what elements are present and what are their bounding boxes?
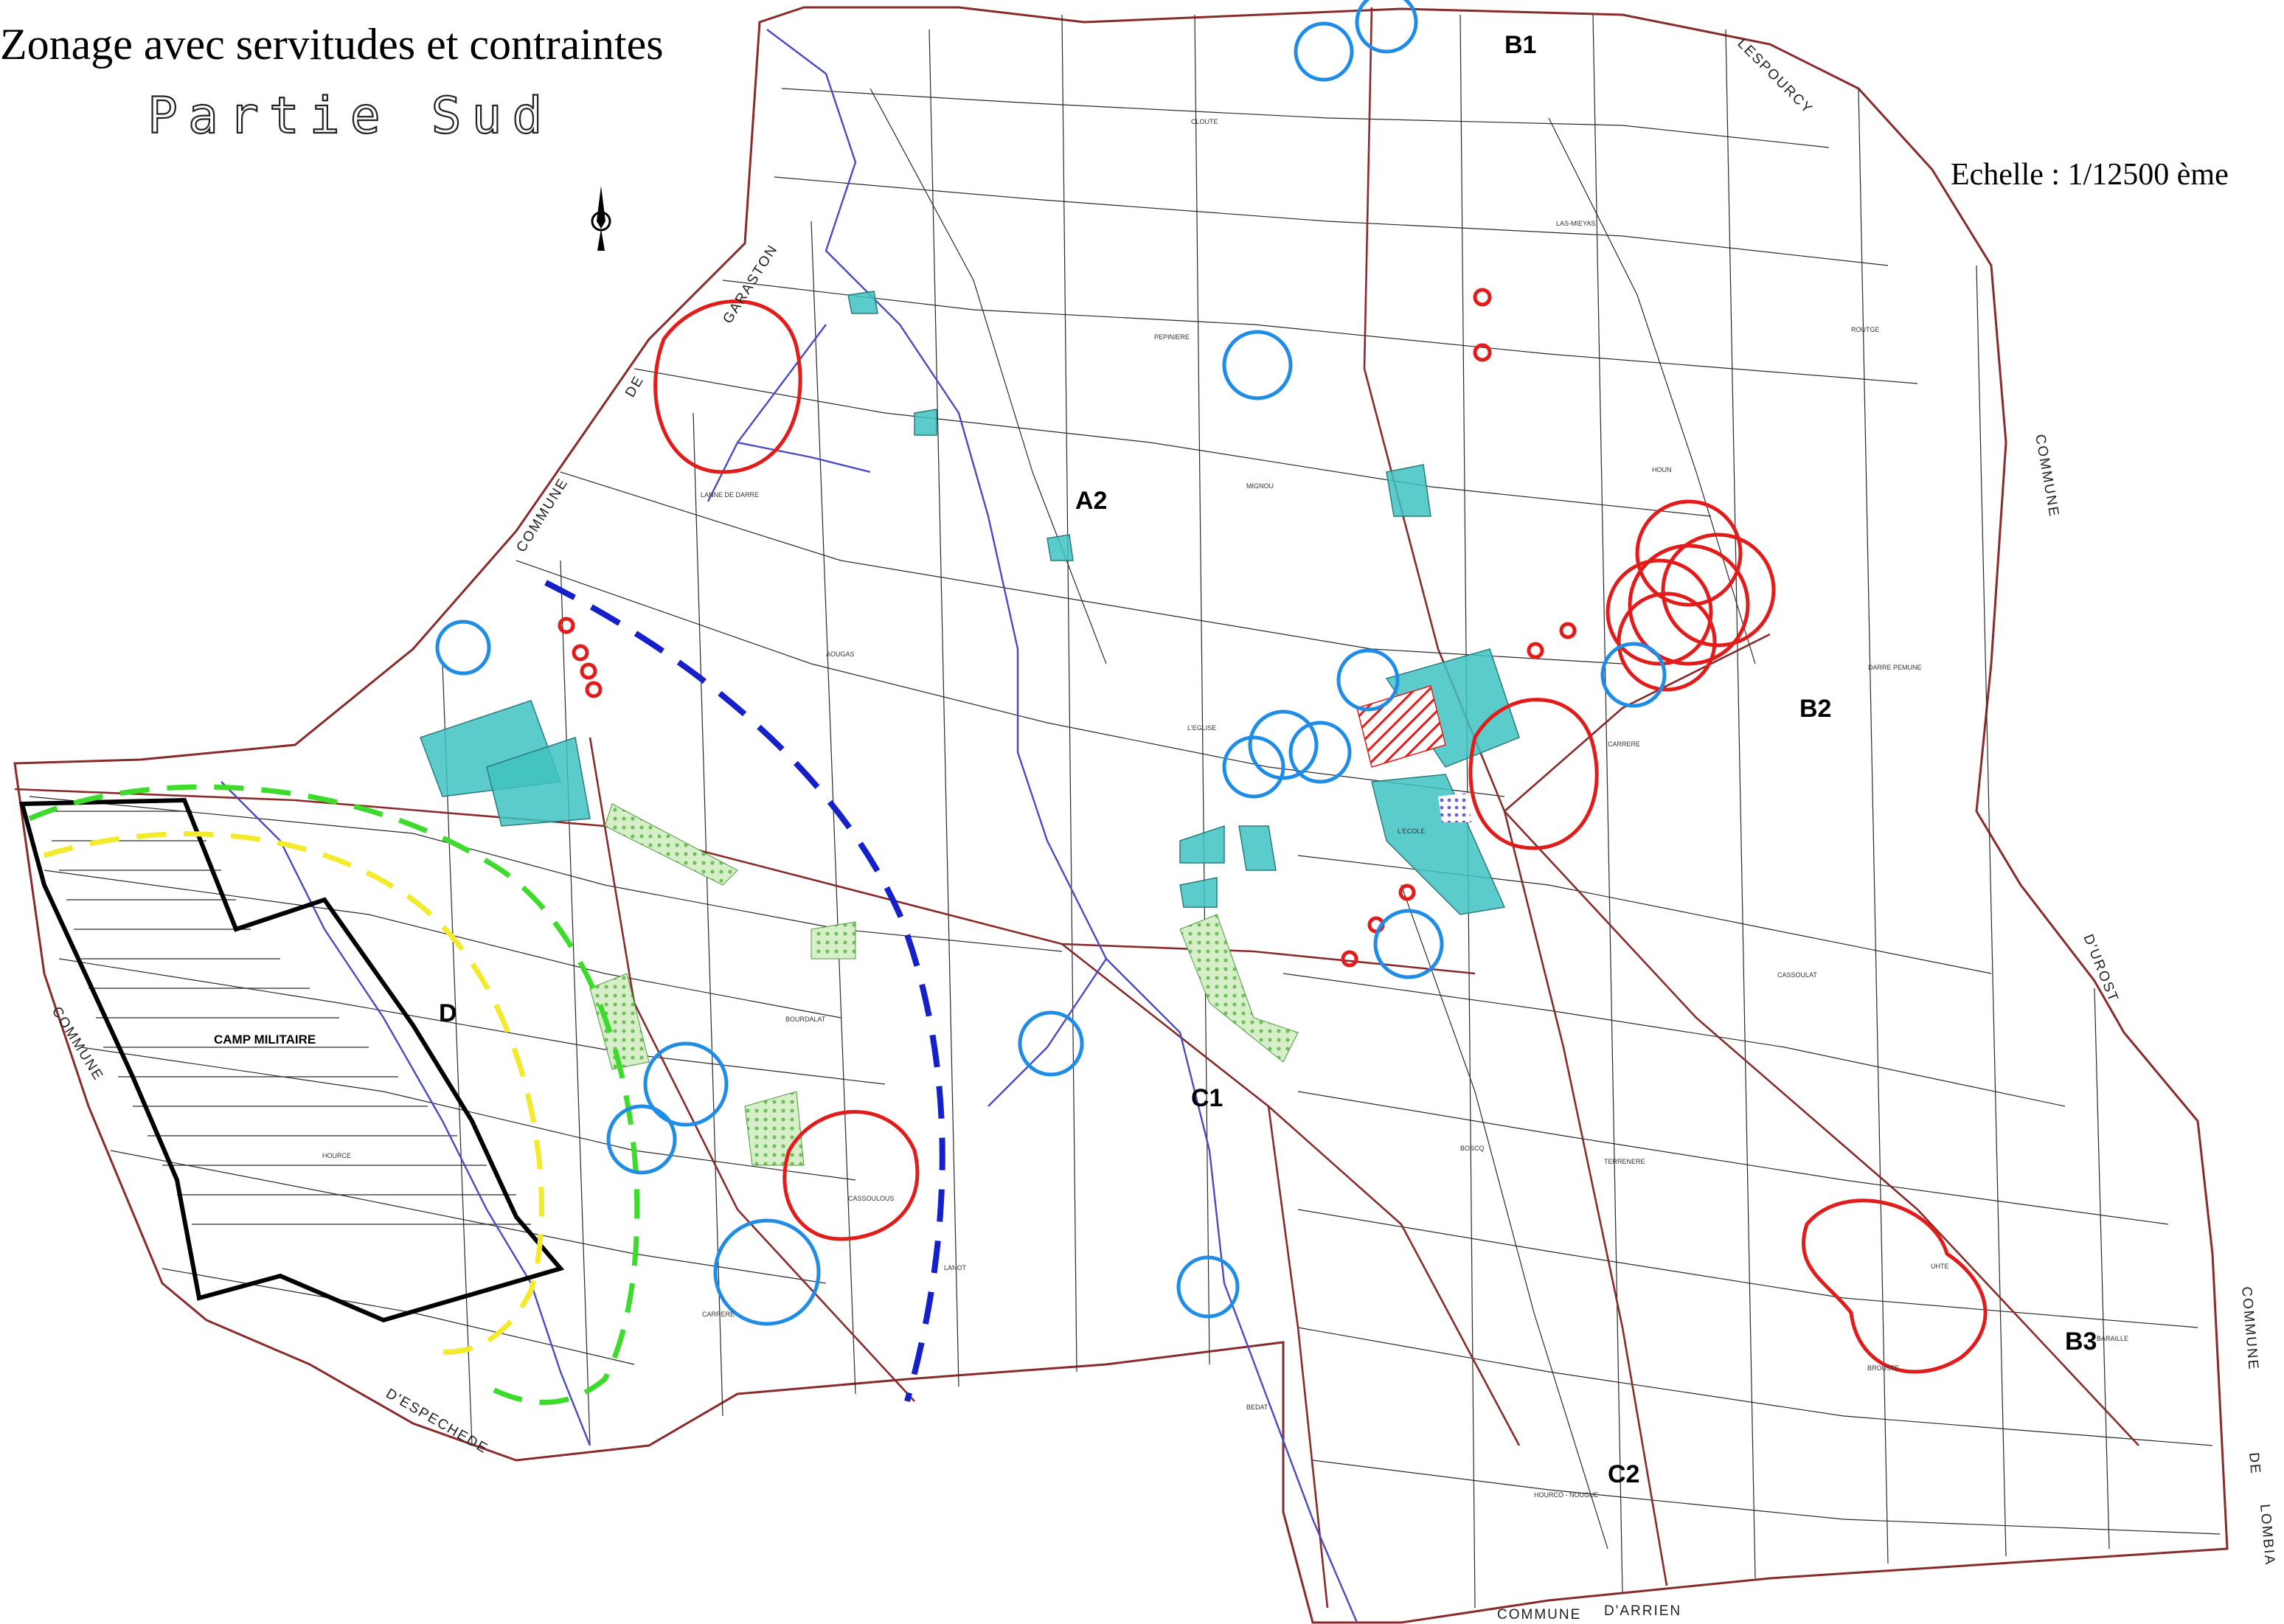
place-label: PEPINIERE <box>1154 333 1190 341</box>
place-label: L'ECOLE <box>1398 827 1425 835</box>
commune-label-commune-s: COMMUNE <box>1497 1607 1581 1623</box>
commune-label-commune-e: COMMUNE <box>2032 433 2062 518</box>
commune-label-arrien: D'ARRIEN <box>1604 1603 1681 1619</box>
camp-strips <box>44 811 531 1225</box>
commune-label-espechede: D'ESPECHEDE <box>383 1386 491 1457</box>
red-hatch-zone <box>1356 685 1446 768</box>
yellow-dashed-perimeter <box>43 831 544 1355</box>
commune-label-de-se: DE <box>2246 1452 2263 1476</box>
zone-label-c1: C1 <box>1191 1084 1223 1112</box>
blue-circle-markers <box>435 0 1667 1326</box>
place-label: UHTE <box>1931 1263 1949 1270</box>
roads <box>14 7 2139 1609</box>
rivers <box>221 29 1358 1623</box>
place-label: LAS-MIEYAS <box>1556 220 1595 227</box>
north-arrow-icon <box>591 186 611 251</box>
zone-label-b1: B1 <box>1504 31 1536 59</box>
place-label: CASSOULOUS <box>848 1195 895 1202</box>
place-label: CARRERE <box>1608 740 1640 748</box>
commune-label-lespourcy: LESPOURCY <box>1734 36 1815 117</box>
place-label: HOURCO - NOUGUE <box>1534 1491 1599 1499</box>
place-label: HOURCE <box>322 1152 351 1159</box>
scale-label: Echelle : 1/12500 ème <box>1951 158 2229 192</box>
red-circle-markers <box>558 288 1988 1374</box>
place-label-camp-militaire: CAMP MILITAIRE <box>214 1033 316 1047</box>
commune-label-commune-se: COMMUNE <box>2238 1286 2261 1372</box>
map-title: Zonage avec servitudes et contraintes <box>0 20 664 69</box>
green-hatch-zones <box>589 803 1299 1166</box>
place-label: BOSCQ <box>1460 1145 1485 1152</box>
place-label: CLOUTE <box>1191 118 1218 125</box>
place-label: BOURDALAT <box>785 1016 826 1023</box>
blue-dot-zone <box>1438 793 1471 822</box>
place-label: LANNE DE DARRE <box>701 491 759 499</box>
place-label: AOUGAS <box>826 650 855 658</box>
place-label: BROUSTE <box>1867 1364 1900 1372</box>
military-camp-outline <box>19 797 565 1323</box>
commune-label-garaston: GARASTON <box>720 242 781 327</box>
place-label: CASSOULAT <box>1777 971 1817 979</box>
place-label: ROUTGE <box>1851 326 1880 333</box>
green-dashed-perimeter <box>28 784 640 1405</box>
place-label: HOUN <box>1652 466 1672 473</box>
place-label: BARAILLE <box>2097 1335 2128 1342</box>
commune-label-de-north: DE <box>622 373 647 400</box>
zone-label-d: D <box>439 999 457 1027</box>
place-label: BEDAT <box>1246 1403 1268 1411</box>
map-subtitle: Partie Sud <box>147 87 552 145</box>
commune-label-commune-nw: COMMUNE <box>513 476 571 555</box>
place-label: LANOT <box>944 1264 967 1271</box>
zone-label-a2: A2 <box>1075 487 1107 515</box>
place-label: TERRENERE <box>1604 1158 1645 1165</box>
cyan-zones <box>420 291 1520 915</box>
blue-dashed-line <box>544 580 945 1403</box>
place-label: L'EGLISE <box>1187 724 1216 732</box>
zone-label-b3: B3 <box>2065 1328 2097 1356</box>
commune-boundary <box>13 6 2229 1624</box>
place-label: MIGNOU <box>1246 482 1274 490</box>
place-label: DARRE PEMUNE <box>1868 664 1922 671</box>
place-label: CARRERE <box>702 1311 735 1318</box>
zone-label-b2: B2 <box>1799 695 1831 723</box>
commune-label-lombia: LOMBIA <box>2257 1504 2277 1566</box>
zone-label-c2: C2 <box>1608 1460 1639 1488</box>
